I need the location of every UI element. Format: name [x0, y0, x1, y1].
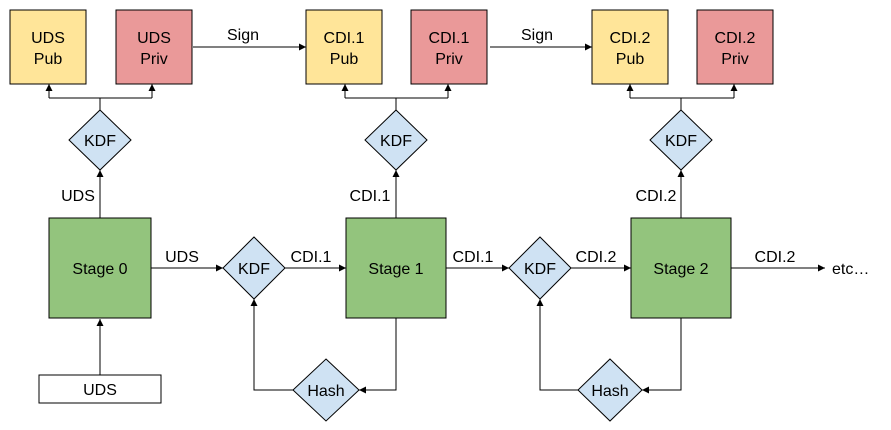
kdf-b-label: KDF — [524, 261, 556, 278]
uds-pub-line1: UDS — [31, 30, 65, 47]
cdi1-pub-box: CDI.1 Pub — [305, 9, 383, 85]
cdi2-priv-line2: Priv — [721, 51, 749, 68]
stage-2-box: Stage 2 — [630, 217, 732, 319]
cdi2-up-label: CDI.2 — [636, 188, 677, 205]
cdi1-pub-line1: CDI.1 — [324, 30, 365, 47]
kdf-diamond-cdi2: KDF — [649, 109, 713, 171]
uds-input-box: UDS — [38, 374, 162, 404]
hash-2-label: Hash — [591, 383, 628, 400]
hash-diamond-1: Hash — [292, 358, 360, 422]
uds-pub-box: UDS Pub — [9, 9, 87, 85]
hash-1-label: Hash — [307, 383, 344, 400]
cdi2-pub-box: CDI.2 Pub — [591, 9, 669, 85]
uds-pub-line2: Pub — [34, 51, 63, 68]
kdf-uds-label: KDF — [84, 133, 116, 150]
uds-up-label: UDS — [61, 188, 95, 205]
kdf-a-label: KDF — [238, 261, 270, 278]
cdi1-priv-line1: CDI.1 — [429, 30, 470, 47]
kdf-diamond-cdi1: KDF — [364, 109, 428, 171]
cdi1-right-label: CDI.1 — [453, 249, 494, 266]
cdi2-right-label: CDI.2 — [755, 249, 796, 266]
line-hash2-to-kdf-b — [536, 299, 578, 391]
cdi2-pub-line1: CDI.2 — [610, 30, 651, 47]
connectors — [45, 43, 825, 394]
stage-1-label: Stage 1 — [368, 261, 423, 278]
cdi1-pub-line2: Pub — [330, 51, 359, 68]
line-hash1-to-kdf-a — [250, 299, 293, 391]
cdi1-after-kdf-label: CDI.1 — [291, 249, 332, 266]
kdf-diamond-a: KDF — [222, 236, 286, 300]
cdi2-pub-line2: Pub — [616, 51, 645, 68]
stage-1-box: Stage 1 — [345, 217, 447, 319]
uds-priv-line1: UDS — [137, 30, 171, 47]
stage-0-label: Stage 0 — [72, 261, 127, 278]
hash-diamond-2: Hash — [577, 358, 643, 422]
uds-priv-line2: Priv — [140, 51, 168, 68]
uds-input-label: UDS — [83, 382, 117, 399]
sign-label-1: Sign — [227, 27, 259, 44]
stage-2-label: Stage 2 — [653, 261, 708, 278]
kdf-cdi2-label: KDF — [665, 133, 697, 150]
kdf-diamond-uds: KDF — [68, 109, 132, 171]
line-stage2-to-hash2 — [642, 318, 682, 394]
cdi1-priv-line2: Priv — [435, 51, 463, 68]
uds-right-label: UDS — [165, 249, 199, 266]
etc-label: etc… — [832, 261, 869, 278]
uds-priv-box: UDS Priv — [115, 9, 193, 85]
cdi1-priv-box: CDI.1 Priv — [410, 9, 488, 85]
kdf-cdi1-label: KDF — [380, 133, 412, 150]
sign-label-2: Sign — [521, 27, 553, 44]
stage-0-box: Stage 0 — [48, 217, 152, 319]
cdi1-up-label: CDI.1 — [350, 188, 391, 205]
kdf-diamond-b: KDF — [508, 236, 572, 300]
cdi2-after-kdf-label: CDI.2 — [576, 249, 617, 266]
cdi2-priv-line1: CDI.2 — [715, 30, 756, 47]
cdi2-priv-box: CDI.2 Priv — [696, 9, 774, 85]
line-stage1-to-hash1 — [359, 318, 397, 394]
